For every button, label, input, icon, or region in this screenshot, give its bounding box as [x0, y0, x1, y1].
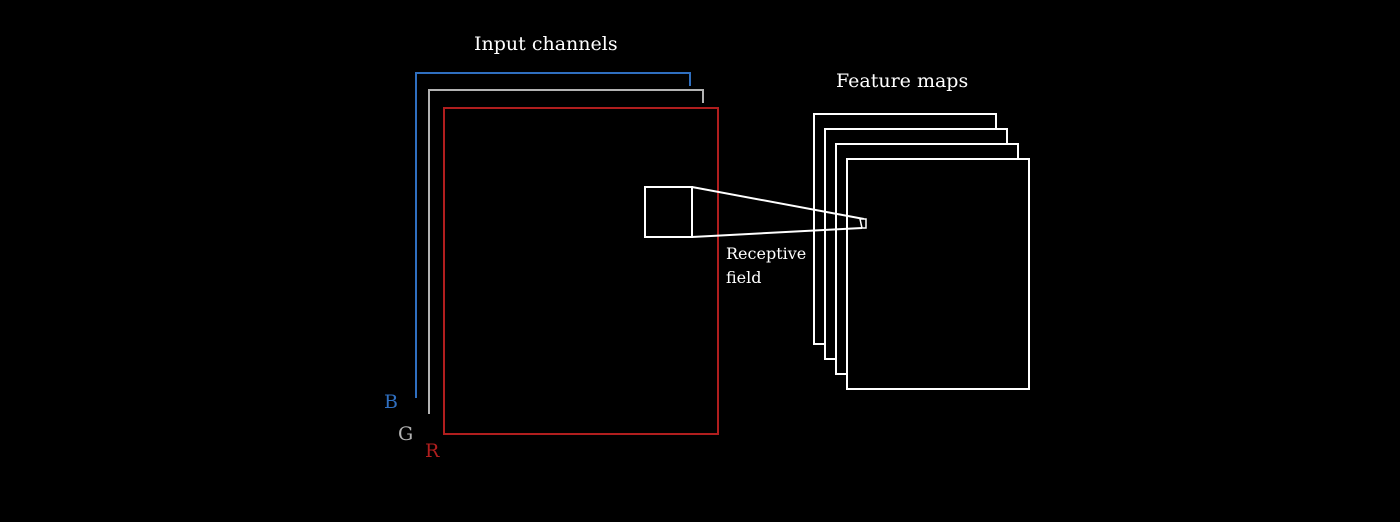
- projection-line-top: [691, 186, 865, 220]
- receptive-field-label-line1: Receptive: [726, 244, 807, 263]
- input-channels-title: Input channels: [474, 33, 618, 55]
- receptive-field-box: [644, 186, 693, 238]
- feature-map-stack: [813, 113, 1030, 390]
- projection-line-bottom: [691, 227, 863, 238]
- channel-label-r: R: [425, 440, 440, 462]
- feature-map-4: [846, 158, 1030, 390]
- channel-frame-g: [428, 89, 704, 414]
- channel-frame-r: [443, 107, 719, 435]
- receptive-field-label-line2: field: [726, 268, 762, 287]
- feature-map-point: [859, 218, 867, 229]
- channel-frame-b: [415, 72, 691, 398]
- channel-label-b: B: [384, 391, 398, 413]
- feature-maps-title: Feature maps: [836, 70, 969, 92]
- channel-label-g: G: [398, 423, 414, 445]
